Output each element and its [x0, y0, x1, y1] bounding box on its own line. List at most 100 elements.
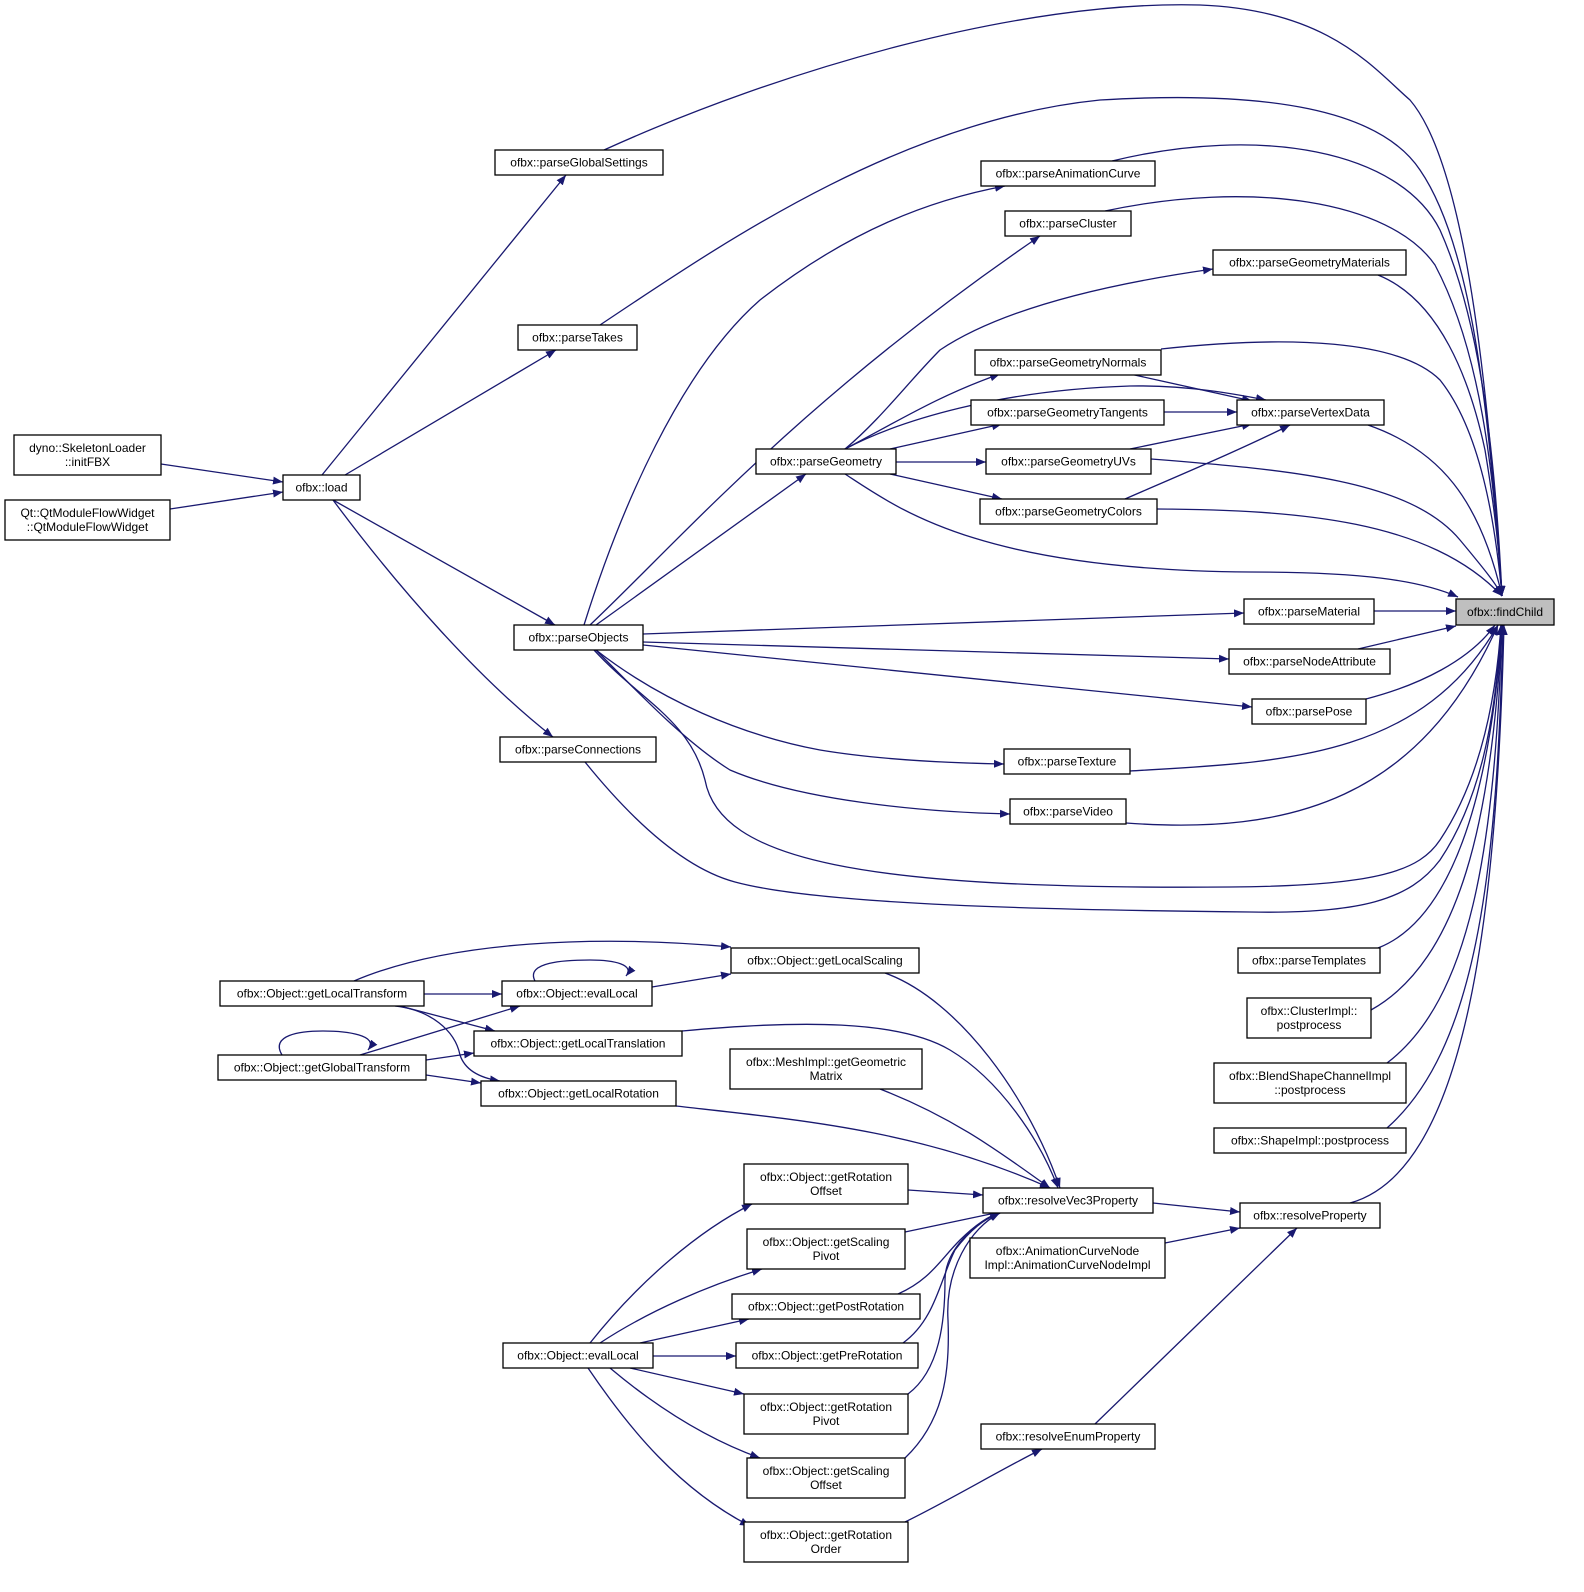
- edge-parseVertexData-to-findChild: [1367, 424, 1504, 597]
- node-parseGeometryColors[interactable]: ofbx::parseGeometryColors: [979, 498, 1158, 525]
- node-resolveVec3Property[interactable]: ofbx::resolveVec3Property: [982, 1187, 1154, 1214]
- node-label: ofbx::Object::getLocalTransform: [237, 987, 407, 1001]
- node-parseTexture[interactable]: ofbx::parseTexture: [1003, 748, 1131, 775]
- node-getPreRotation[interactable]: ofbx::Object::getPreRotation: [735, 1342, 919, 1369]
- edge-evalLocalBottom-to-getRotationOffset: [589, 1203, 753, 1344]
- node-parseCluster[interactable]: ofbx::parseCluster: [1004, 210, 1132, 237]
- node-parseGeometryTangents[interactable]: ofbx::parseGeometryTangents: [970, 399, 1165, 426]
- edge-parseObjects-to-parseMaterial: [642, 609, 1245, 635]
- node-parseGlobalSettings[interactable]: ofbx::parseGlobalSettings: [494, 149, 664, 176]
- edge-parseObjects-to-findChild: [593, 624, 1505, 888]
- edge-evalLocalBottom-to-getRotationOrder: [587, 1367, 751, 1527]
- edge-getScalingOffset-to-resolveVec3Property: [904, 1212, 1001, 1459]
- node-label: ofbx::BlendShapeChannelImpl: [1229, 1069, 1391, 1083]
- edge-parseTemplates-to-findChild: [1377, 624, 1506, 949]
- edge-parseGeometryNormals-to-findChild: [1160, 341, 1506, 597]
- node-load[interactable]: ofbx::load: [282, 474, 361, 501]
- node-box: [729, 1048, 923, 1090]
- node-box: [746, 1457, 906, 1499]
- node-box: [743, 1393, 909, 1435]
- edge-parseObjects-to-parseAnimationCurve: [583, 183, 1006, 626]
- edge-parseVideo-to-findChild: [1125, 624, 1499, 826]
- node-label: ofbx::parsePose: [1266, 705, 1353, 719]
- edge-qtModuleFlowWidget-to-load: [169, 489, 284, 510]
- node-getLocalRotation[interactable]: ofbx::Object::getLocalRotation: [480, 1080, 677, 1107]
- edge-parseObjects-to-parseGeometry: [595, 473, 807, 626]
- node-getPostRotation[interactable]: ofbx::Object::getPostRotation: [731, 1293, 921, 1320]
- node-label: ofbx::parseTemplates: [1252, 954, 1366, 968]
- node-label: ofbx::Object::getLocalScaling: [747, 954, 902, 968]
- node-box: [1228, 648, 1391, 675]
- node-getLocalScaling[interactable]: ofbx::Object::getLocalScaling: [730, 947, 920, 974]
- node-box: [4, 499, 171, 541]
- node-parseTakes[interactable]: ofbx::parseTakes: [517, 324, 638, 351]
- node-parseAnimationCurve[interactable]: ofbx::parseAnimationCurve: [980, 160, 1156, 187]
- edge-resolveEnumProperty-to-resolveProperty: [1094, 1227, 1298, 1425]
- node-box: [735, 1342, 919, 1369]
- node-box: [1246, 997, 1372, 1039]
- node-parseGeometryMaterials[interactable]: ofbx::parseGeometryMaterials: [1212, 249, 1407, 276]
- edge-parseTexture-to-findChild: [1129, 624, 1499, 772]
- node-parseVertexData[interactable]: ofbx::parseVertexData: [1236, 399, 1385, 426]
- node-parseGeometryUVs[interactable]: ofbx::parseGeometryUVs: [985, 448, 1152, 475]
- node-label: ::QtModuleFlowWidget: [27, 520, 149, 534]
- node-animCurveNodeImpl[interactable]: ofbx::AnimationCurveNodeImpl::AnimationC…: [969, 1237, 1166, 1279]
- node-getLocalTranslation[interactable]: ofbx::Object::getLocalTranslation: [473, 1030, 683, 1057]
- node-qtModuleFlowWidget[interactable]: Qt::QtModuleFlowWidget::QtModuleFlowWidg…: [4, 499, 171, 541]
- node-parseNodeAttribute[interactable]: ofbx::parseNodeAttribute: [1228, 648, 1391, 675]
- edge-parseGeometryUVs-to-findChild: [1150, 458, 1503, 597]
- node-label: ofbx::parseTakes: [532, 331, 623, 345]
- edge-getGlobalTransform-to-getLocalRotation: [425, 1074, 482, 1086]
- node-evalLocalBottom[interactable]: ofbx::Object::evalLocal: [502, 1342, 654, 1369]
- node-box: [1251, 698, 1367, 725]
- node-parsePose[interactable]: ofbx::parsePose: [1251, 698, 1367, 725]
- node-box: [499, 736, 657, 763]
- node-label: ofbx::AnimationCurveNode: [996, 1244, 1140, 1258]
- node-label: Pivot: [813, 1249, 840, 1263]
- node-box: [13, 434, 162, 476]
- node-evalLocalTop[interactable]: ofbx::Object::evalLocal: [501, 980, 653, 1007]
- node-clusterPostprocess[interactable]: ofbx::ClusterImpl::postprocess: [1246, 997, 1372, 1039]
- edge-parseGeometry-to-parseGeometryNormals: [844, 373, 1001, 450]
- edge-clusterPostprocess-to-findChild: [1370, 624, 1506, 1011]
- node-box: [755, 448, 897, 475]
- edge-parseGeometryNormals-to-parseVertexData: [1129, 373, 1253, 403]
- node-getGlobalTransform[interactable]: ofbx::Object::getGlobalTransform: [217, 1054, 427, 1081]
- node-parseObjects[interactable]: ofbx::parseObjects: [513, 624, 644, 651]
- edge-getLocalScaling-to-resolveVec3Property: [884, 972, 1061, 1189]
- node-label: ofbx::resolveVec3Property: [998, 1194, 1138, 1208]
- node-label: Qt::QtModuleFlowWidget: [20, 506, 155, 520]
- edge-parseConnections-to-findChild: [584, 624, 1505, 913]
- node-skeletonLoader[interactable]: dyno::SkeletonLoader::initFBX: [13, 434, 162, 476]
- node-box: [1009, 798, 1127, 825]
- node-parseGeometryNormals[interactable]: ofbx::parseGeometryNormals: [974, 349, 1162, 376]
- node-shapePostprocess[interactable]: ofbx::ShapeImpl::postprocess: [1213, 1127, 1407, 1154]
- node-parseGeometry[interactable]: ofbx::parseGeometry: [755, 448, 897, 475]
- node-label: ofbx::parseAnimationCurve: [996, 167, 1141, 181]
- node-parseVideo[interactable]: ofbx::parseVideo: [1009, 798, 1127, 825]
- node-label: ofbx::parseConnections: [515, 743, 641, 757]
- node-resolveEnumProperty[interactable]: ofbx::resolveEnumProperty: [980, 1423, 1156, 1450]
- edge-parseObjects-to-parseTexture: [595, 649, 1005, 768]
- node-label: Impl::AnimationCurveNodeImpl: [984, 1258, 1150, 1272]
- node-getLocalTransform[interactable]: ofbx::Object::getLocalTransform: [219, 980, 425, 1007]
- node-box: [1003, 748, 1131, 775]
- node-parseConnections[interactable]: ofbx::parseConnections: [499, 736, 657, 763]
- node-parseMaterial[interactable]: ofbx::parseMaterial: [1243, 598, 1375, 625]
- edge-parseGeometry-to-parseVertexData: [844, 385, 1267, 450]
- node-findChild[interactable]: ofbx::findChild: [1455, 598, 1555, 626]
- node-resolveProperty[interactable]: ofbx::resolveProperty: [1239, 1202, 1381, 1229]
- edge-parseGeometryColors-to-parseVertexData: [1124, 424, 1291, 500]
- node-label: ofbx::Object::getScaling: [763, 1464, 890, 1478]
- edge-getLocalTranslation-to-resolveVec3Property: [681, 1023, 1059, 1189]
- node-parseTemplates[interactable]: ofbx::parseTemplates: [1237, 947, 1381, 974]
- node-blendShapePostprocess[interactable]: ofbx::BlendShapeChannelImpl::postprocess: [1213, 1062, 1407, 1104]
- edge-layer: [160, 4, 1508, 1527]
- edge-parseTakes-to-findChild: [599, 96, 1506, 597]
